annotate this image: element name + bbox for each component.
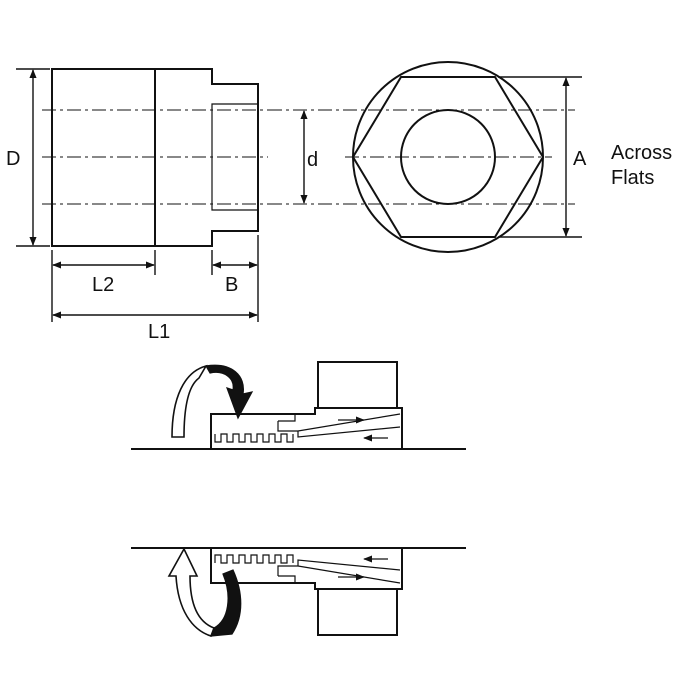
across-flats-label-line2: Flats [611, 167, 654, 189]
dimension-A: A Across Flats [498, 76, 672, 238]
dimension-D: D [6, 68, 50, 247]
across-flats-label-line1: Across [611, 142, 672, 164]
dimension-d: d [300, 110, 318, 204]
dimension-D-label: D [6, 148, 20, 170]
dimension-L2-label: L2 [92, 274, 114, 296]
wedge-interface-2 [277, 565, 401, 584]
install-view-tighten [131, 361, 466, 450]
bore-extension-lines [268, 109, 575, 205]
clamp-teeth-2 [214, 554, 294, 564]
rotate-clockwise-icon [171, 364, 254, 438]
front-view [345, 61, 552, 253]
wedge-interface [277, 413, 401, 432]
clamp-body [210, 407, 403, 450]
side-view [42, 68, 268, 247]
wedge-interface-lower-2 [297, 559, 401, 571]
rotate-counterclockwise-icon [167, 547, 242, 637]
nut-body-2 [317, 588, 398, 636]
dimension-L1: L1 [52, 311, 258, 343]
nut-body [317, 361, 398, 409]
clamp-body-2 [210, 547, 403, 590]
side-view-outline [51, 68, 259, 247]
wedge-interface-lower [297, 426, 401, 438]
dimension-B: B [211, 235, 259, 322]
dimension-B-label: B [225, 274, 238, 296]
clamp-teeth [214, 433, 294, 443]
dimension-A-label: A [573, 148, 587, 170]
install-view-inverted [131, 547, 466, 637]
dimension-L2: L2 [51, 250, 156, 322]
dimension-L1-label: L1 [148, 321, 170, 343]
dimension-d-label: d [307, 149, 318, 171]
